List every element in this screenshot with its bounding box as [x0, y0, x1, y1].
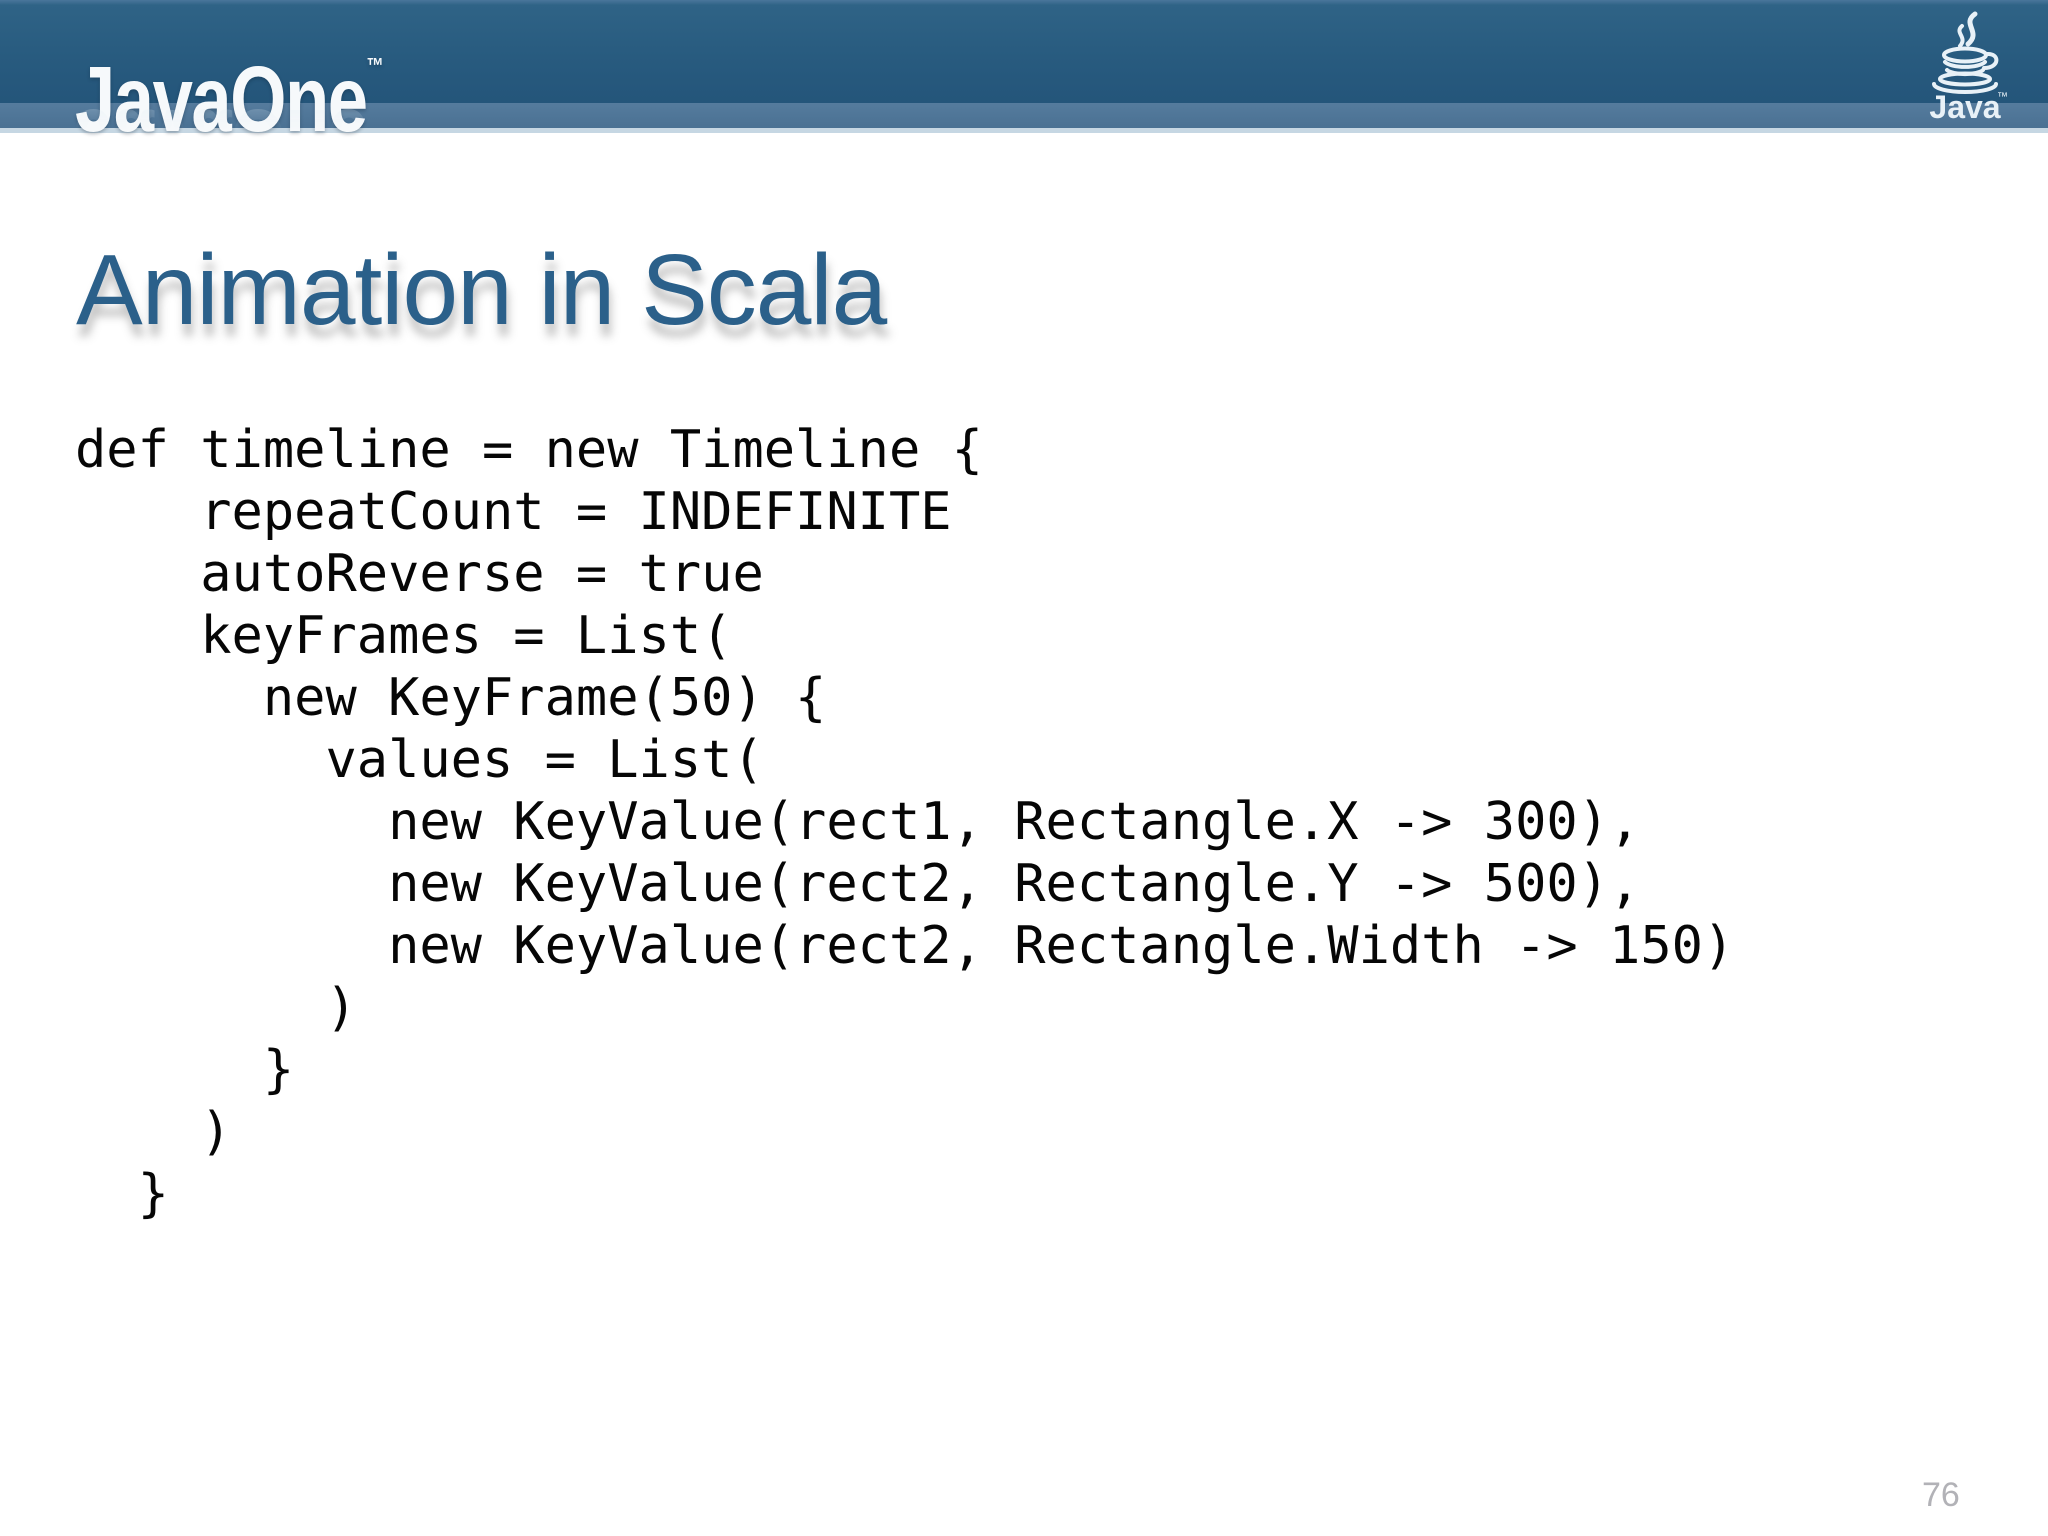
saucer	[1938, 71, 1992, 87]
javaone-logo: JavaOne™	[75, 19, 384, 146]
header-reflection-band	[0, 103, 2048, 128]
header-bottom-line	[0, 128, 2048, 133]
saucer-swoosh	[1932, 82, 1998, 94]
java-cup-icon: Java ™	[1929, 11, 2008, 125]
javaone-logo-text: JavaOne	[75, 47, 368, 151]
cup-handle	[1982, 52, 1999, 70]
java-logo-label: Java	[1929, 89, 2000, 125]
cup-body-ring	[1943, 60, 1987, 69]
code-block: def timeline = new Timeline { repeatCoun…	[75, 420, 1735, 1224]
javaone-logo-reflection: JavaOne	[75, 104, 595, 132]
header-bar	[0, 0, 2048, 103]
steam-icon	[1965, 11, 1978, 47]
page-number: 76	[1922, 1476, 1960, 1514]
javaone-trademark: ™	[366, 53, 384, 78]
cup-rim	[1942, 46, 1988, 64]
java-logo-trademark: ™	[1997, 91, 2008, 103]
page-title: Animation in Scala	[76, 234, 887, 346]
steam-icon	[1957, 24, 1965, 48]
